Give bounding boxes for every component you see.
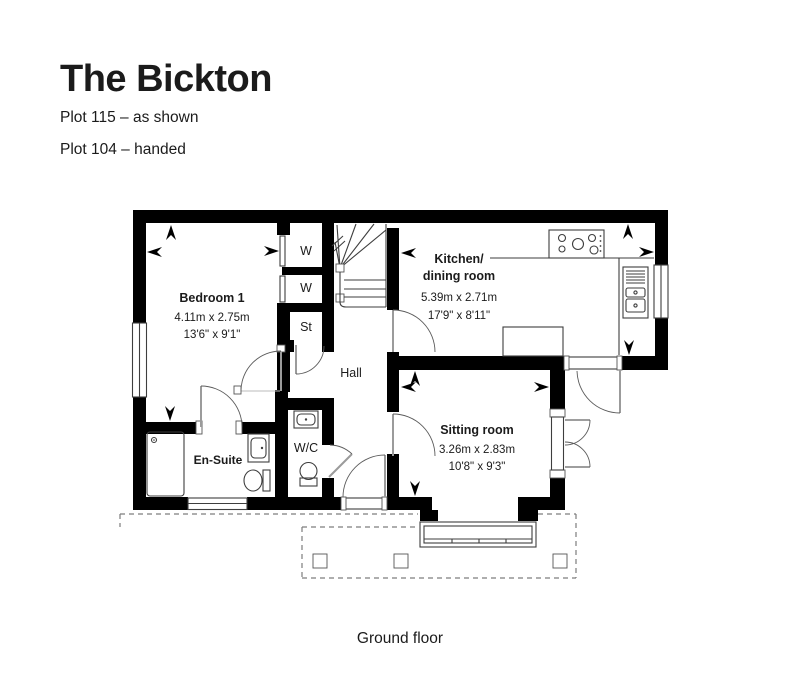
dart-arrow-icon bbox=[165, 406, 175, 421]
room-labels: Bedroom 1 4.11m x 2.75m 13'6" x 9'1" Kit… bbox=[174, 244, 515, 473]
front-door bbox=[340, 454, 388, 511]
hob-icon bbox=[548, 229, 605, 259]
kitchen-unit bbox=[502, 326, 564, 357]
kitchen-door bbox=[392, 309, 436, 353]
porch-canopy-outline bbox=[119, 513, 577, 579]
store-door bbox=[295, 345, 325, 375]
ensuite-window bbox=[187, 497, 248, 511]
wc-label: W/C bbox=[294, 441, 318, 455]
wc-basin-icon bbox=[293, 410, 319, 429]
ensuite-basin-icon bbox=[247, 433, 270, 463]
floor-caption: Ground floor bbox=[357, 630, 443, 647]
back-door bbox=[563, 355, 623, 414]
kitchen-name-line1: Kitchen/ bbox=[434, 252, 484, 266]
wc-door bbox=[328, 444, 353, 478]
kitchen-fixtures bbox=[490, 229, 654, 357]
kitchen-name-line2: dining room bbox=[423, 269, 495, 283]
store-label: St bbox=[300, 320, 312, 334]
dart-arrow-icon bbox=[401, 248, 416, 258]
dart-arrow-icon bbox=[410, 481, 420, 496]
dart-arrow-icon bbox=[401, 382, 416, 392]
wardrobe-fronts bbox=[279, 235, 286, 303]
dart-arrow-icon bbox=[410, 371, 420, 386]
dart-arrow-icon bbox=[147, 247, 162, 257]
bay-window bbox=[419, 521, 539, 548]
ensuite-toilet-icon bbox=[243, 469, 271, 492]
porch-post bbox=[393, 553, 409, 569]
direction-arrows bbox=[147, 224, 654, 496]
plot-line-2: Plot 104 – handed bbox=[60, 141, 186, 158]
sitting-room-imperial: 10'8" x 9'3" bbox=[449, 461, 506, 473]
porch-post bbox=[312, 553, 328, 569]
page-title: The Bickton bbox=[60, 58, 272, 100]
wardrobe2-label: W bbox=[300, 281, 312, 295]
kitchen-metric: 5.39m x 2.71m bbox=[421, 292, 497, 304]
bedroom-window bbox=[131, 322, 148, 398]
sitting-room-door bbox=[392, 413, 436, 457]
wardrobe1-label: W bbox=[300, 244, 312, 258]
wc-toilet-icon bbox=[299, 461, 318, 487]
dart-arrow-icon bbox=[623, 224, 633, 239]
bedroom1-imperial: 13'6" x 9'1" bbox=[184, 329, 241, 341]
dart-arrow-icon bbox=[639, 247, 654, 257]
windows bbox=[131, 264, 669, 548]
doors bbox=[195, 309, 623, 511]
sitting-room-metric: 3.26m x 2.83m bbox=[439, 444, 515, 456]
bathroom-fixtures bbox=[146, 410, 319, 497]
dart-arrow-icon bbox=[166, 225, 176, 240]
porch-post bbox=[552, 553, 568, 569]
walls bbox=[133, 210, 668, 524]
stair-newel bbox=[335, 263, 345, 273]
sitting-room-name: Sitting room bbox=[440, 423, 514, 437]
shower-icon bbox=[146, 431, 185, 497]
dart-arrow-icon bbox=[624, 340, 634, 355]
sink-icon bbox=[622, 266, 649, 319]
kitchen-imperial: 17'9" x 8'11" bbox=[428, 310, 490, 322]
kitchen-window bbox=[653, 264, 669, 319]
hall-label: Hall bbox=[340, 366, 362, 380]
bedroom1-metric: 4.11m x 2.75m bbox=[174, 312, 249, 324]
stairs bbox=[331, 223, 387, 308]
dart-arrow-icon bbox=[264, 246, 279, 256]
bedroom-door bbox=[233, 344, 286, 395]
dart-arrow-icon bbox=[534, 382, 549, 392]
french-doors bbox=[549, 408, 591, 479]
plot-line-1: Plot 115 – as shown bbox=[60, 109, 198, 126]
bedroom1-name: Bedroom 1 bbox=[179, 291, 244, 305]
ensuite-label: En-Suite bbox=[194, 453, 243, 467]
ensuite-door bbox=[195, 385, 243, 435]
